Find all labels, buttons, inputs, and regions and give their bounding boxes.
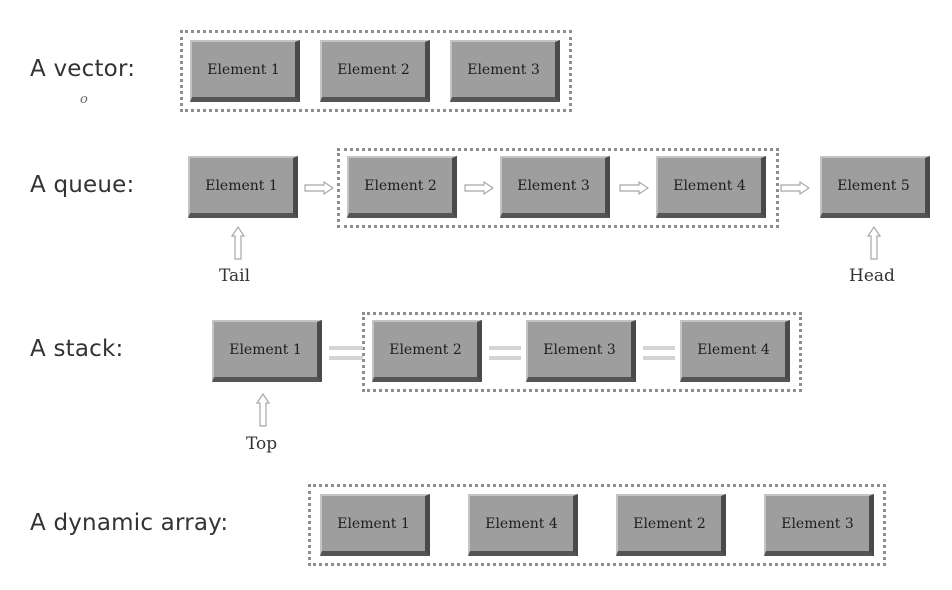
stack-label: A stack: — [30, 336, 124, 362]
stack-element: Element 1 — [212, 320, 322, 382]
vector-element: Element 1 — [190, 40, 300, 102]
right-arrow-icon — [304, 181, 334, 195]
up-arrow-icon — [867, 226, 881, 260]
dynamic-array-element: Element 3 — [764, 494, 874, 556]
queue-element: Element 1 — [188, 156, 298, 218]
right-arrow-icon — [464, 181, 494, 195]
stack-container — [362, 312, 802, 392]
vector-element: Element 2 — [320, 40, 430, 102]
stack-element: Element 4 — [680, 320, 790, 382]
double-line-connector-icon — [643, 346, 675, 360]
double-line-connector-icon — [329, 346, 363, 360]
right-arrow-icon — [780, 181, 810, 195]
up-arrow-icon — [231, 226, 245, 260]
vector-label: A vector: — [30, 56, 136, 82]
vector-mark: 𝑜 — [80, 92, 88, 107]
dynamic-array-element: Element 1 — [320, 494, 430, 556]
head-label: Head — [849, 266, 895, 286]
vector-element: Element 3 — [450, 40, 560, 102]
dynamic-array-container — [308, 484, 886, 566]
tail-label: Tail — [219, 266, 251, 286]
queue-label: A queue: — [30, 172, 135, 198]
dynamic-array-element: Element 4 — [468, 494, 578, 556]
right-arrow-icon — [619, 181, 649, 195]
queue-element: Element 5 — [820, 156, 930, 218]
queue-element: Element 3 — [500, 156, 610, 218]
dynamic-array-element: Element 2 — [616, 494, 726, 556]
up-arrow-icon — [256, 393, 270, 427]
queue-container — [337, 148, 779, 228]
dynamic-array-label: A dynamic array: — [30, 510, 229, 536]
top-label: Top — [246, 434, 278, 454]
stack-element: Element 3 — [526, 320, 636, 382]
stack-element: Element 2 — [372, 320, 482, 382]
queue-element: Element 2 — [347, 156, 457, 218]
queue-element: Element 4 — [656, 156, 766, 218]
vector-container — [180, 30, 572, 112]
double-line-connector-icon — [489, 346, 521, 360]
